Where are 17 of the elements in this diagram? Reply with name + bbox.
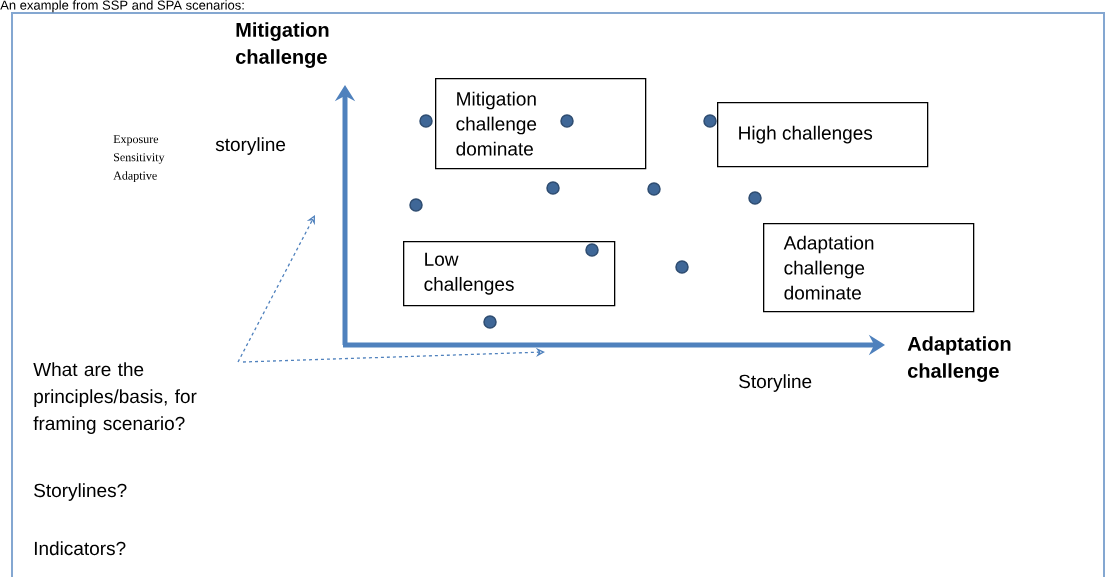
axis-label: Mitigation challenge [236,22,329,68]
question-text: What are the principles/basis, for framing scenario? [33,362,197,434]
axis-label: Sensitivity [114,153,165,164]
title: An example from SSP and SPA scenarios: [0,0,244,13]
axis-label: Exposure [113,135,159,146]
axis-label: Adaptation challenge [907,336,1011,382]
dashed-arrow [242,347,545,363]
text-box: Low challenges [403,241,616,307]
axis-label: Storylines? [34,483,127,501]
text-box: High challenges [717,102,929,168]
text-box: Mitigation challenge dominate [435,78,647,170]
dashed-arrow [237,215,315,363]
axis-label: storyline [215,137,286,155]
axis-label: Adaptive [113,171,157,183]
axis-label: Storyline [739,374,812,392]
axis-label: Indicators? [34,541,126,556]
text-box: Adaptation challenge dominate [763,223,975,313]
